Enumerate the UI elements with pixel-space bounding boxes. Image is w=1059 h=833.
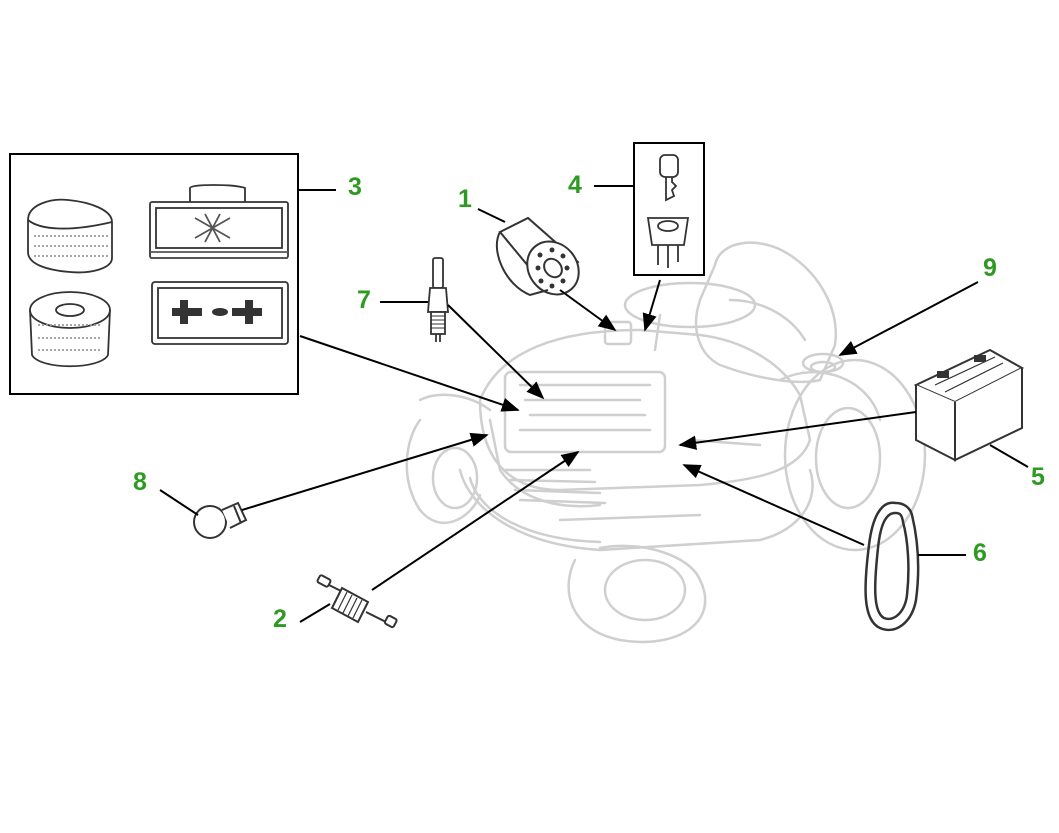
leader-lines (159, 208, 1029, 623)
leader-8-arrow (241, 432, 489, 511)
ignition-switch-group (594, 142, 705, 276)
callout-7: 7 (357, 286, 371, 314)
oil-filter-icon (495, 216, 580, 297)
spark-plug-icon (427, 257, 449, 342)
callout-2: 2 (273, 605, 287, 633)
callout-6: 6 (973, 539, 987, 567)
battery-icon (913, 348, 1025, 462)
callout-3: 3 (348, 173, 362, 201)
leader-8-stub (159, 489, 199, 516)
leader-9-arrow (838, 281, 979, 356)
leader-6-arrow (682, 464, 865, 546)
leader-1-stub (477, 208, 506, 223)
light-bulb-icon (193, 501, 248, 539)
leader-4-arrow (642, 279, 661, 332)
leader-5-stub (989, 444, 1029, 468)
air-filter-group (9, 153, 336, 395)
leader-2-arrow (371, 450, 580, 591)
leader-3-arrow (299, 335, 520, 412)
callout-1: 1 (458, 185, 472, 213)
tractor-ghost-illustration (405, 241, 927, 644)
ignition-switch-frame (633, 142, 705, 276)
drive-belt-icon (864, 501, 920, 631)
leader-1-arrow (559, 289, 617, 332)
callout-5: 5 (1031, 463, 1045, 491)
fuel-filter-icon (316, 574, 398, 629)
callout-8: 8 (133, 468, 147, 496)
pre-cleaner-icon (27, 198, 113, 274)
ignition-key-icon (646, 154, 690, 268)
air-filter-frame (9, 153, 299, 395)
cylinder-air-filter-icon (29, 291, 111, 368)
callout-4: 4 (568, 171, 582, 199)
leader-2-stub (299, 603, 331, 623)
leader-5-arrow (678, 411, 917, 450)
callout-9: 9 (983, 254, 997, 282)
leader-7-arrow (447, 304, 545, 400)
panel-air-filter-icon (149, 184, 289, 259)
flat-air-filter-icon (151, 281, 289, 345)
